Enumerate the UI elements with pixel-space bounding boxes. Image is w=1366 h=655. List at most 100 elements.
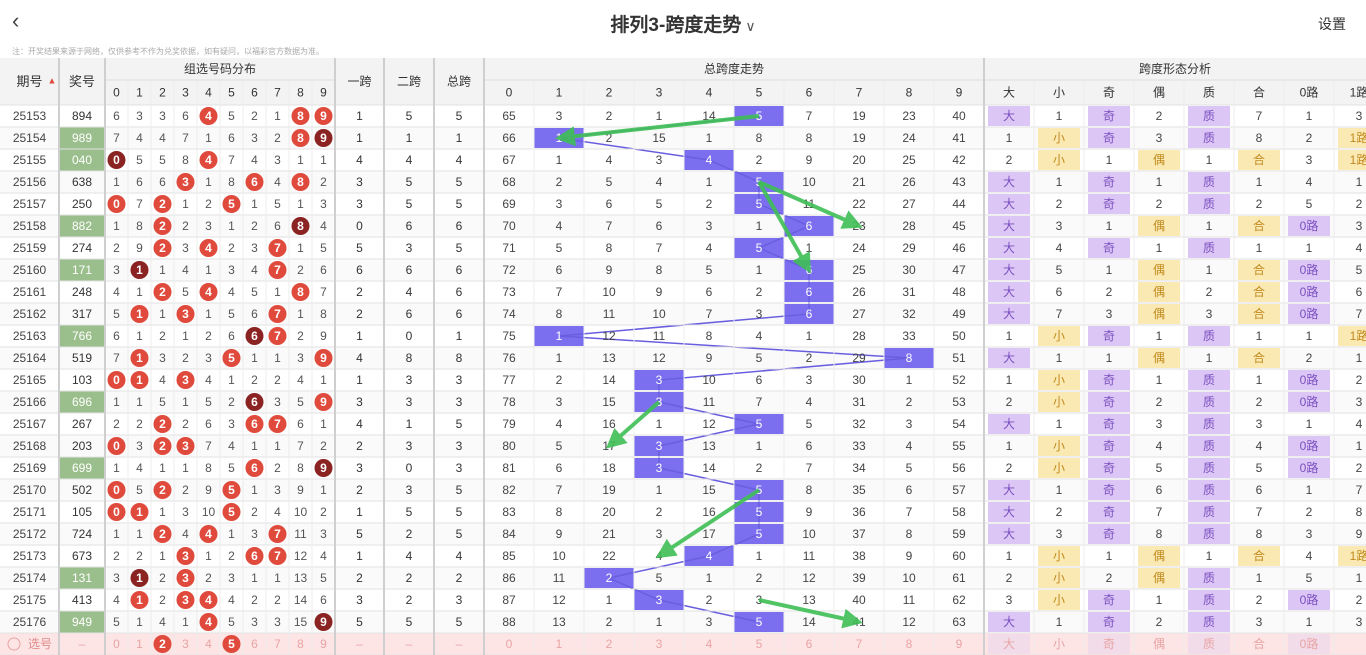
form-value: 1 (1206, 549, 1213, 563)
form-cell-highlight (1038, 370, 1080, 390)
dist-ball (176, 547, 195, 565)
trend-miss: 7 (556, 285, 563, 299)
dist-miss: 1 (205, 131, 212, 145)
form-cell-highlight (1038, 458, 1080, 478)
dist-ball-number: 3 (182, 307, 189, 321)
form-value: 1 (1356, 571, 1363, 585)
form-cell-highlight (1138, 304, 1180, 324)
form-value: 1 (1056, 175, 1063, 189)
trend-miss: 1 (756, 549, 763, 563)
form-value: 3 (1256, 615, 1263, 629)
trend-miss: 1 (656, 417, 663, 431)
select-form-value: 奇 (1103, 637, 1115, 651)
chevron-left-icon[interactable]: ‹ (12, 8, 20, 33)
form-value: 1 (1206, 351, 1213, 365)
total-span-value: 5 (456, 527, 463, 541)
form-value: 1 (1256, 175, 1263, 189)
total-span-value: 3 (456, 395, 463, 409)
form-value: 2 (1206, 285, 1213, 299)
select-ball[interactable] (153, 635, 172, 653)
dist-miss: 1 (136, 285, 143, 299)
sort-up-icon[interactable]: ▲ (48, 76, 57, 86)
dist-miss: 1 (205, 175, 212, 189)
trend-miss: 3 (806, 373, 813, 387)
form-value: 1 (1256, 241, 1263, 255)
header-dist-digit: 0 (113, 86, 120, 100)
select-radio-icon[interactable] (7, 637, 21, 651)
trend-miss: 10 (552, 549, 566, 563)
span2-value: 2 (406, 527, 413, 541)
dist-ball-number: 4 (205, 285, 212, 299)
select-ball[interactable] (222, 635, 241, 653)
trend-miss: 30 (852, 373, 866, 387)
dist-ball (130, 349, 149, 367)
span1-value: 2 (356, 285, 363, 299)
dist-miss: 3 (251, 615, 258, 629)
form-value: 1 (1106, 153, 1113, 167)
form-cell-highlight (988, 524, 1030, 544)
prize-number: 203 (72, 439, 92, 453)
trend-miss: 81 (502, 461, 516, 475)
issue-number: 25154 (13, 131, 47, 145)
issue-number: 25158 (13, 219, 47, 233)
dist-miss: 11 (294, 527, 307, 541)
trend-miss: 5 (656, 197, 663, 211)
page-title[interactable]: 排列3-跨度走势∨ (0, 10, 1366, 37)
form-value: 6 (1256, 483, 1263, 497)
trend-miss: 10 (902, 571, 916, 585)
dist-miss: 2 (182, 351, 189, 365)
dist-miss: 15 (294, 615, 308, 629)
trend-miss: 44 (952, 197, 966, 211)
dist-ball-number: 1 (136, 571, 143, 585)
span2-value: 0 (406, 461, 413, 475)
select-form-value: 大 (1003, 637, 1015, 651)
dist-miss: 1 (274, 285, 281, 299)
trend-miss: 1 (806, 329, 813, 343)
form-value: 1 (1156, 241, 1163, 255)
dist-miss: 1 (113, 395, 120, 409)
trend-miss: 3 (656, 153, 663, 167)
form-value: 5 (1056, 263, 1063, 277)
prize-number: 105 (72, 505, 92, 519)
form-cell-highlight (1038, 128, 1080, 148)
form-value: 1 (1006, 549, 1013, 563)
dist-miss: 2 (320, 505, 327, 519)
issue-number: 25172 (13, 527, 47, 541)
dist-miss: 6 (159, 175, 166, 189)
form-cell-highlight (1088, 524, 1130, 544)
trend-miss: 40 (952, 109, 966, 123)
dist-miss: 6 (320, 593, 327, 607)
dist-miss: 3 (113, 263, 120, 277)
header-trend-digit: 7 (856, 86, 863, 100)
trend-hit: 2 (606, 571, 613, 585)
total-span-value: 5 (456, 505, 463, 519)
header-prize: 奖号 (69, 74, 95, 89)
total-span-value: 4 (456, 549, 463, 563)
select-digit: 4 (205, 637, 212, 651)
prize-number: 882 (72, 219, 92, 233)
span2-value: 4 (406, 285, 413, 299)
dist-miss: 5 (228, 307, 235, 321)
dist-miss: 3 (182, 241, 189, 255)
trend-miss: 2 (906, 395, 913, 409)
trend-miss: 5 (556, 439, 563, 453)
form-value: 0路 (1300, 372, 1319, 387)
trend-hit: 4 (706, 549, 713, 563)
dist-ball-number: 0 (113, 197, 120, 211)
chevron-down-icon[interactable]: ∨ (745, 18, 756, 34)
form-value: 8 (1256, 131, 1263, 145)
trend-miss: 7 (756, 395, 763, 409)
form-value: 4 (1156, 439, 1163, 453)
dist-miss: 5 (136, 153, 143, 167)
span1-value: 3 (356, 593, 363, 607)
settings-button[interactable]: 设置 (1318, 16, 1346, 32)
span1-value: 3 (356, 461, 363, 475)
select-digit: 9 (320, 637, 327, 651)
trend-miss: 20 (852, 153, 866, 167)
select-digit: 0 (113, 637, 120, 651)
form-value: 4 (1306, 549, 1313, 563)
dist-miss: 1 (297, 197, 304, 211)
dist-ball-number: 2 (159, 197, 166, 211)
select-trend-digit: 5 (756, 637, 763, 651)
span2-value: 6 (406, 263, 413, 277)
